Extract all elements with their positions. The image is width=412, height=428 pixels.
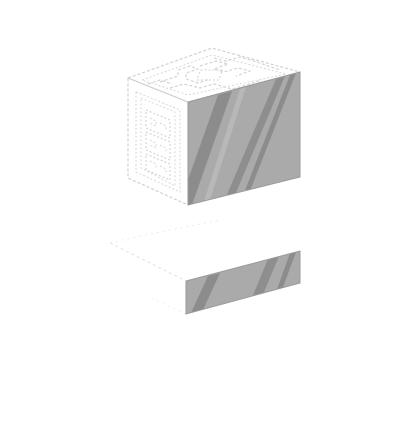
lower-slab-bottom-edge: [149, 297, 187, 315]
upper-glass-streak-3: [244, 73, 296, 193]
lower-glass-streak-3: [276, 252, 296, 292]
ornament-box-1: [145, 109, 171, 139]
upper-glass-edge: [187, 71, 301, 206]
top-face-pattern: [147, 56, 281, 90]
lower-slab-back-edge: [109, 219, 221, 244]
lower-glass-streak-1: [190, 273, 220, 314]
ornament-box-2: [145, 131, 171, 161]
ornament-details: [149, 117, 167, 174]
upper-cube: [127, 47, 301, 206]
lower-slab-left-edge: [109, 242, 187, 282]
lower-glass-streak-2: [251, 256, 279, 300]
upper-cube-glass-face: [187, 71, 301, 206]
upper-glass-streak-1: [188, 91, 232, 205]
top-face-inner-outline: [141, 54, 287, 96]
ornament-box-3: [145, 153, 171, 181]
upper-glass-streak-2: [226, 76, 285, 197]
lower-slab: [109, 219, 301, 315]
left-face-inner-frame: [135, 91, 181, 193]
top-face-plaque: [196, 69, 224, 81]
left-face-outline: [127, 77, 189, 206]
left-face-inner-frame-2: [140, 97, 176, 187]
upper-glass-highlight: [204, 87, 246, 201]
lower-slab-glass-face: [185, 250, 301, 315]
lower-slab-outline: [109, 219, 221, 315]
lower-glass-edge: [185, 250, 301, 315]
upper-cube-left-face: [127, 77, 189, 206]
